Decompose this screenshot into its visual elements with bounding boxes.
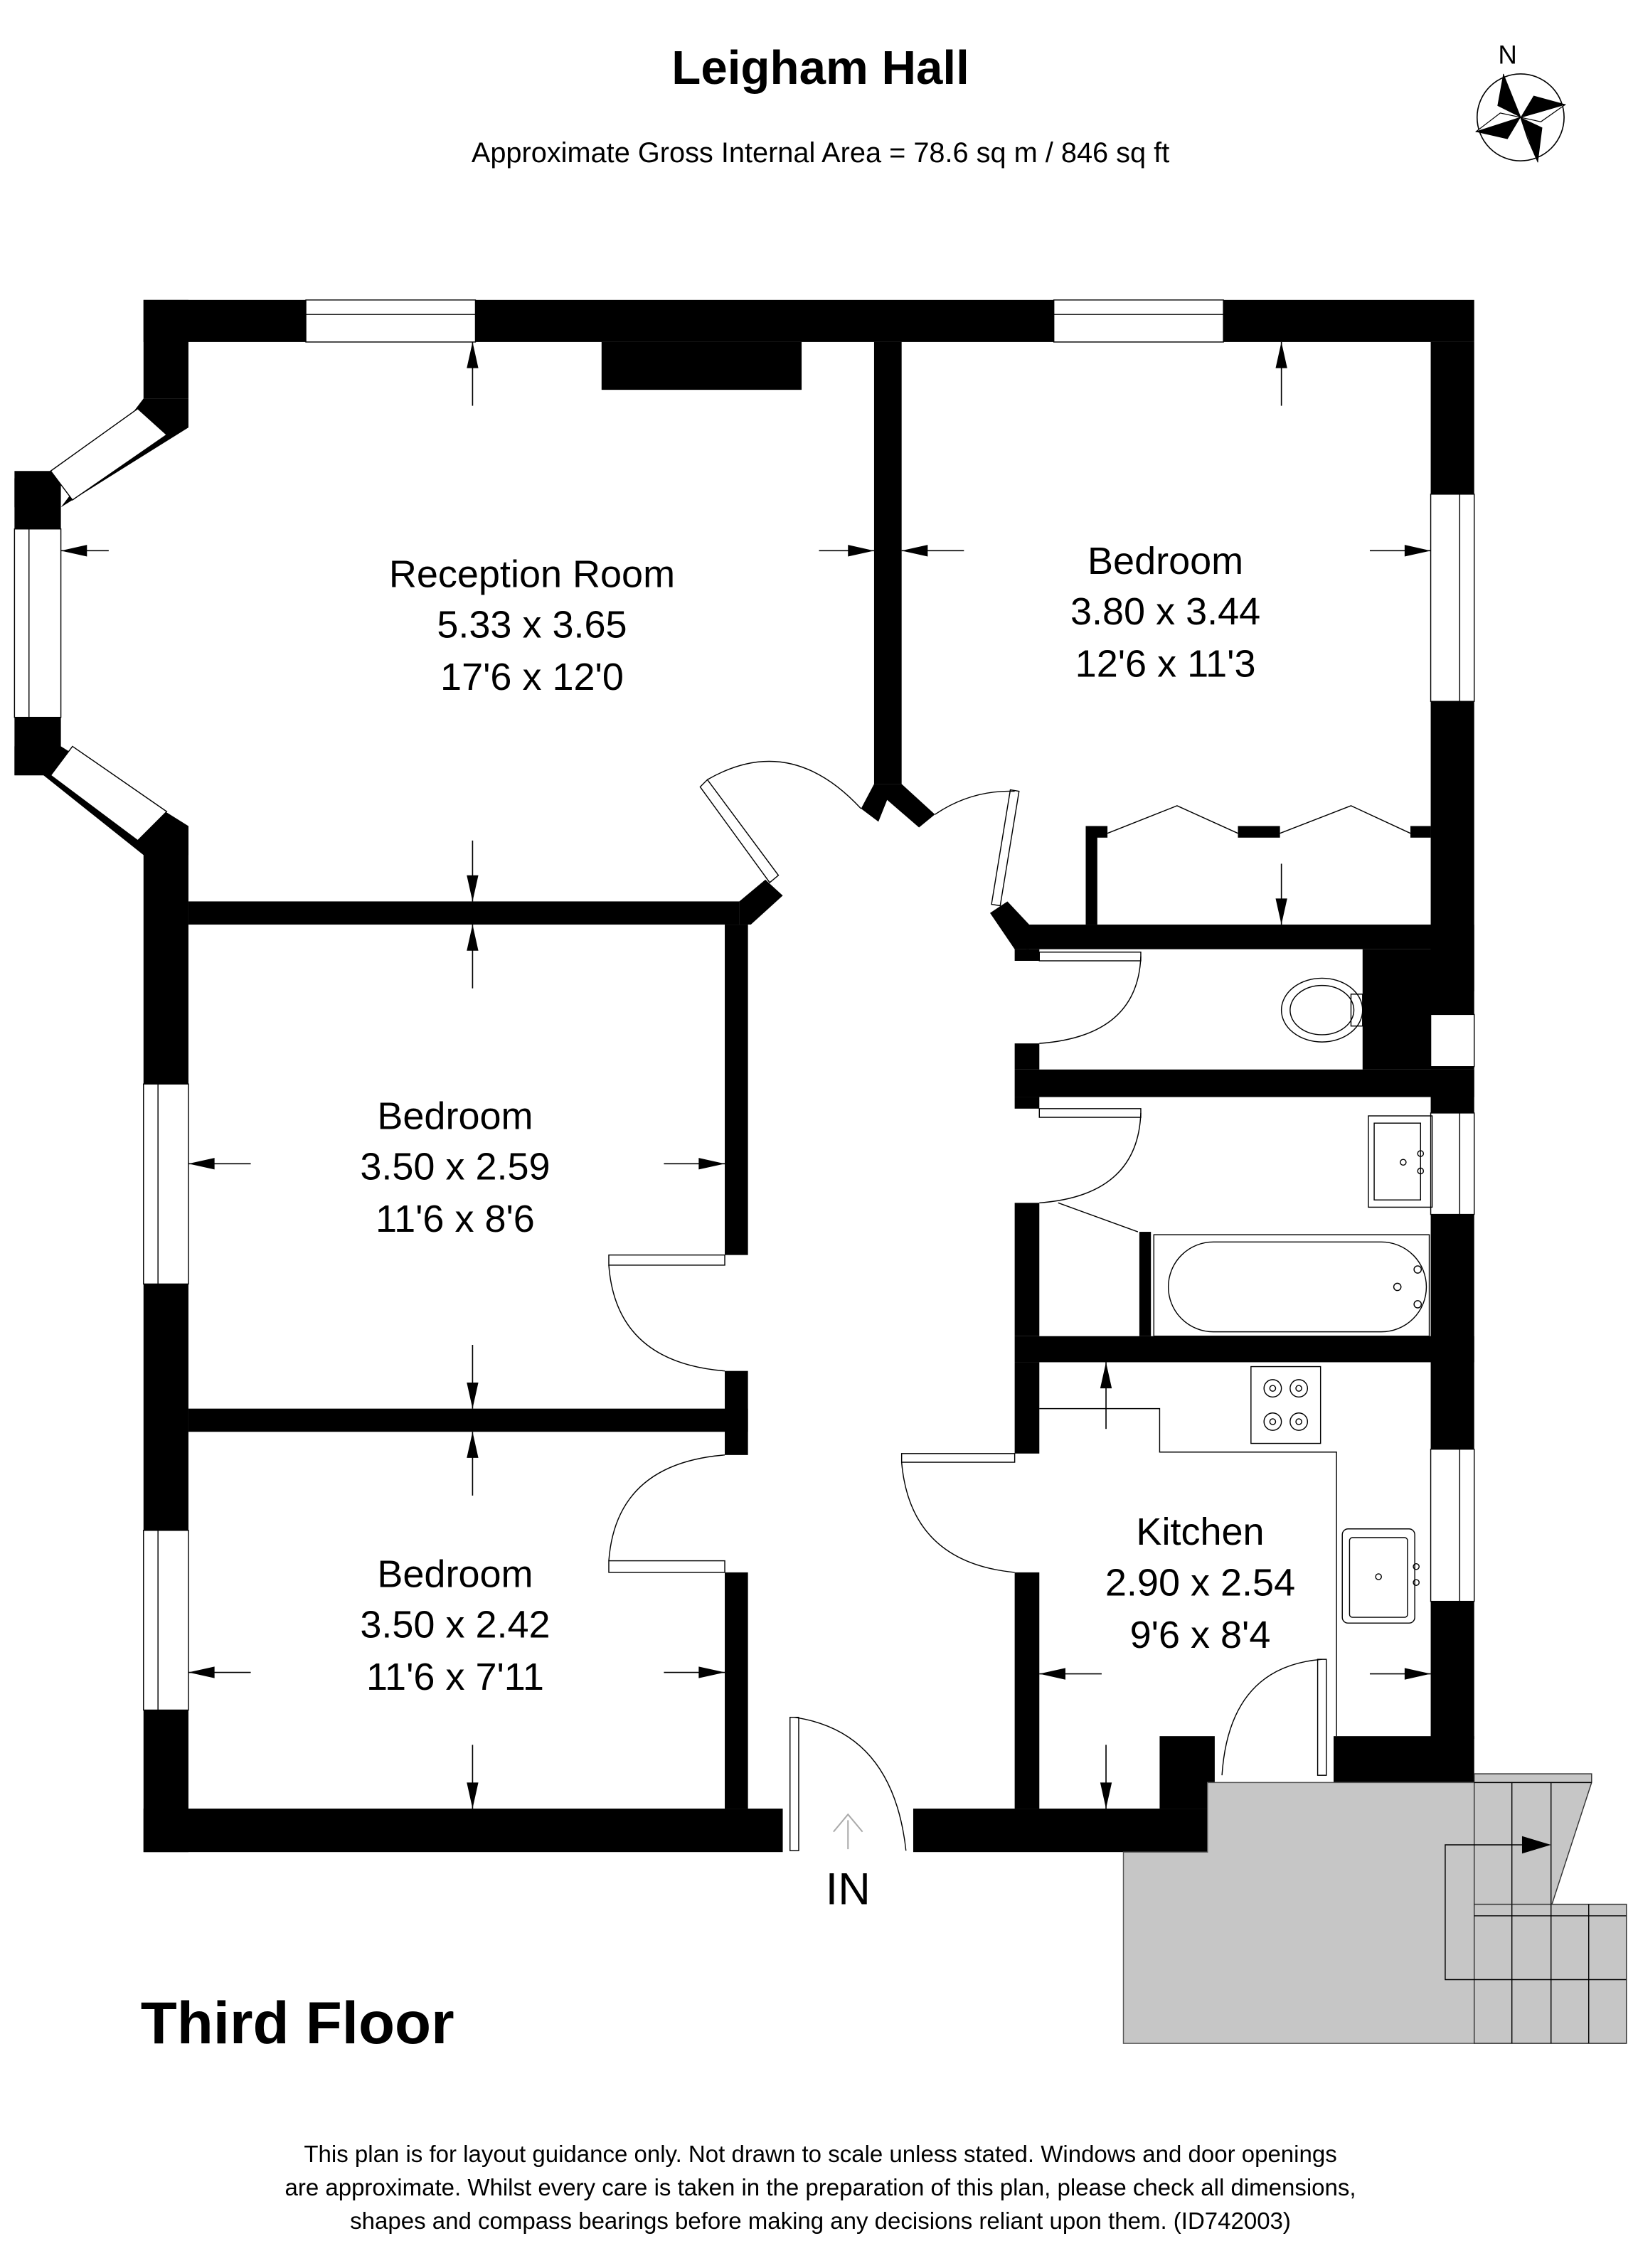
disclaimer-line: This plan is for layout guidance only. N… xyxy=(304,2141,1336,2167)
floor-label: Third Floor xyxy=(141,1989,454,2056)
entrance-label: IN xyxy=(826,1865,871,1915)
doors xyxy=(608,760,1327,1851)
room-imperial: 11'6 x 7'11 xyxy=(366,1656,544,1698)
room-name: Bedroom xyxy=(377,1095,533,1137)
stairs xyxy=(1445,1773,1627,2044)
room-imperial: 17'6 x 12'0 xyxy=(440,656,624,698)
hob-icon xyxy=(1250,1365,1321,1444)
room-name: Bedroom xyxy=(1087,540,1243,582)
bathtub-icon xyxy=(1153,1234,1430,1337)
disclaimer-line: shapes and compass bearings before makin… xyxy=(350,2208,1291,2234)
room-bedroom-2: Bedroom 3.50 x 2.59 11'6 x 8'6 xyxy=(360,1095,550,1240)
compass-rose-icon: N xyxy=(1475,41,1566,163)
entry-arrow-icon xyxy=(833,1813,863,1850)
room-kitchen: Kitchen 2.90 x 2.54 9'6 x 8'4 xyxy=(1105,1511,1295,1656)
room-metric: 3.80 x 3.44 xyxy=(1070,590,1260,633)
washbasin-icon xyxy=(1368,1115,1433,1208)
room-name: Reception Room xyxy=(389,553,675,595)
room-metric: 2.90 x 2.54 xyxy=(1105,1562,1295,1604)
room-reception: Reception Room 5.33 x 3.65 17'6 x 12'0 xyxy=(389,553,675,698)
property-title: Leigham Hall xyxy=(671,41,969,95)
compass-north-label: N xyxy=(1498,41,1516,70)
room-bedroom-3: Bedroom 3.50 x 2.42 11'6 x 7'11 xyxy=(360,1553,550,1698)
disclaimer-line: are approximate. Whilst every care is ta… xyxy=(285,2174,1356,2200)
room-metric: 3.50 x 2.42 xyxy=(360,1604,550,1646)
area-summary: Approximate Gross Internal Area = 78.6 s… xyxy=(472,137,1169,169)
room-metric: 5.33 x 3.65 xyxy=(437,604,627,646)
kitchen-sink-icon xyxy=(1341,1528,1420,1624)
room-name: Bedroom xyxy=(377,1553,533,1595)
dimension-arrows xyxy=(60,341,1431,1850)
room-imperial: 9'6 x 8'4 xyxy=(1130,1614,1271,1656)
kitchen-counter xyxy=(1039,1407,1337,1737)
windows xyxy=(14,299,1475,1711)
wc-icon xyxy=(1280,977,1363,1043)
room-name: Kitchen xyxy=(1136,1511,1264,1553)
room-imperial: 12'6 x 11'3 xyxy=(1075,643,1256,686)
room-bedroom-1: Bedroom 3.80 x 3.44 12'6 x 11'3 xyxy=(1070,540,1260,686)
disclaimer: This plan is for layout guidance only. N… xyxy=(285,2141,1356,2234)
wardrobe-doors xyxy=(1107,805,1411,834)
room-metric: 3.50 x 2.59 xyxy=(360,1146,550,1188)
room-imperial: 11'6 x 8'6 xyxy=(376,1198,535,1240)
